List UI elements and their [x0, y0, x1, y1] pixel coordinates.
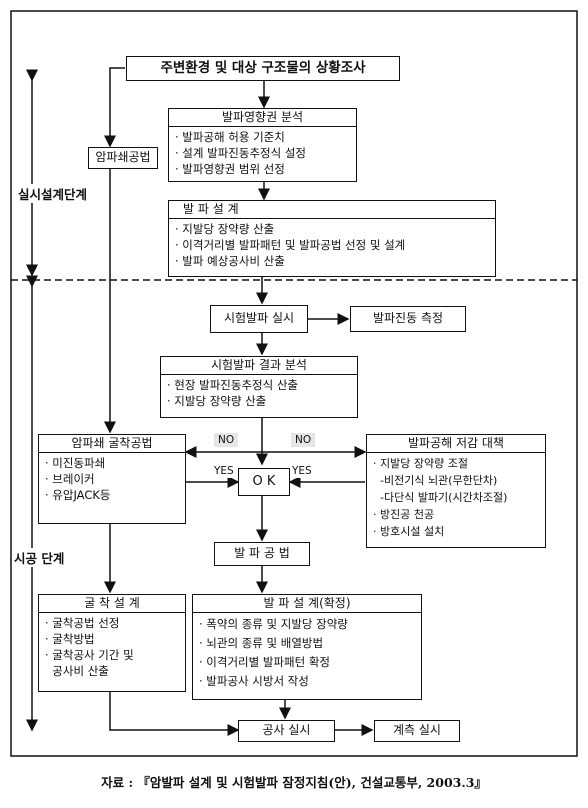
excavation-design-box: 굴 착 설 계 · 굴착공법 선정 · 굴착방법 · 굴착공사 기간 및 공사비…: [38, 594, 186, 692]
blast-zone-header: 발파영향권 분석: [169, 109, 356, 127]
test-analysis-box: 시험발파 결과 분석 · 현장 발파진동추정식 산출 · 지발당 장약량 산출: [160, 356, 358, 418]
excavation-design-item: · 굴착공사 기간 및: [45, 648, 134, 662]
phase-label-construction: 시공 단계: [14, 548, 65, 567]
excavation-method-item: · 브레이커: [45, 472, 95, 486]
rock-breaking-method-label: 암파쇄공법: [95, 150, 151, 164]
vibration-measure-label: 발파진동 측정: [372, 311, 444, 325]
excavation-design-item: 공사비 산출: [45, 664, 109, 678]
blast-design-item: · 이격거리별 발파패턴 및 발파공법 선정 및 설계: [175, 238, 406, 252]
blast-zone-item: · 발파공해 허용 기준치: [175, 130, 285, 144]
blast-design-header: 발 파 설 계: [169, 201, 495, 219]
vibration-measure-box: 발파진동 측정: [350, 306, 466, 332]
excavation-method-item: · 유압JACK등: [45, 488, 111, 502]
test-blast-box: 시험발파 실시: [210, 305, 308, 333]
no-label-left: NO: [214, 433, 239, 447]
blast-design-item: · 발파 예상공사비 산출: [175, 254, 285, 268]
excavation-method-item: · 미진동파쇄: [45, 456, 106, 470]
excavation-method-header: 암파쇄 굴착공법: [39, 435, 185, 453]
countermeasure-item: · 방진공 천공: [373, 508, 435, 521]
countermeasure-item: · 방호시설 설치: [373, 525, 445, 538]
final-design-box: 발 파 설 계(확정) · 폭약의 종류 및 지발당 장약량 · 뇌관의 종류 …: [192, 594, 422, 700]
outer-frame: [10, 10, 578, 757]
final-design-header: 발 파 설 계(확정): [193, 595, 421, 613]
blast-zone-item: · 발파영향권 범위 선정: [175, 162, 285, 176]
countermeasure-item: · 지발당 장약량 조절: [373, 457, 468, 470]
measurement-label: 계측 실시: [393, 723, 441, 737]
blast-method-label: 발 파 공 법: [234, 546, 290, 560]
test-analysis-header: 시험발파 결과 분석: [161, 357, 357, 375]
construction-box: 공사 실시: [238, 720, 335, 742]
excavation-method-box: 암파쇄 굴착공법 · 미진동파쇄 · 브레이커 · 유압JACK등: [38, 434, 186, 524]
excavation-design-item: · 굴착방법: [45, 632, 95, 646]
countermeasure-item: -다단식 발파기(시간차조절): [373, 491, 508, 504]
final-design-item: · 이격거리별 발파패턴 확정: [199, 655, 331, 669]
construction-label: 공사 실시: [262, 723, 311, 737]
blast-method-box: 발 파 공 법: [214, 542, 310, 566]
final-design-item: · 뇌관의 종류 및 배열방법: [199, 636, 324, 650]
test-analysis-item: · 현장 발파진동추정식 산출: [167, 378, 299, 392]
excavation-design-header: 굴 착 설 계: [39, 595, 185, 613]
yes-label-left: YES: [210, 464, 238, 478]
ok-decision-box: O K: [238, 468, 290, 496]
blast-zone-item: · 설계 발파진동추정식 설정: [175, 146, 307, 160]
rock-breaking-method-box: 암파쇄공법: [88, 147, 158, 169]
blast-zone-analysis-box: 발파영향권 분석 · 발파공해 허용 기준치 · 설계 발파진동추정식 설정 ·…: [168, 108, 357, 182]
ok-label: O K: [252, 474, 276, 489]
final-design-item: · 발파공사 시방서 작성: [199, 674, 309, 688]
title-text: 주변환경 및 대상 구조물의 상황조사: [160, 60, 366, 76]
no-label-right: NO: [291, 433, 316, 447]
excavation-design-item: · 굴착공법 선정: [45, 616, 120, 630]
test-analysis-item: · 지발당 장약량 산출: [167, 394, 267, 408]
countermeasure-header: 발파공해 저감 대책: [367, 435, 545, 453]
countermeasure-item: -비전기식 뇌관(무한단차): [373, 474, 498, 487]
blast-design-box: 발 파 설 계 · 지발당 장약량 산출 · 이격거리별 발파패턴 및 발파공법…: [168, 200, 496, 277]
source-caption: 자료 : 『암발파 설계 및 시험발파 잠정지침(안), 건설교통부, 2003…: [101, 775, 487, 790]
phase-label-design: 실시설계단계: [18, 184, 88, 203]
test-blast-label: 시험발파 실시: [223, 311, 295, 325]
measurement-box: 계측 실시: [374, 720, 460, 742]
title-box: 주변환경 및 대상 구조물의 상황조사: [126, 56, 400, 81]
yes-label-right: YES: [288, 464, 316, 478]
final-design-item: · 폭약의 종류 및 지발당 장약량: [199, 617, 348, 631]
blast-design-item: · 지발당 장약량 산출: [175, 222, 275, 236]
countermeasure-box: 발파공해 저감 대책 · 지발당 장약량 조절 -비전기식 뇌관(무한단차) -…: [366, 434, 546, 548]
